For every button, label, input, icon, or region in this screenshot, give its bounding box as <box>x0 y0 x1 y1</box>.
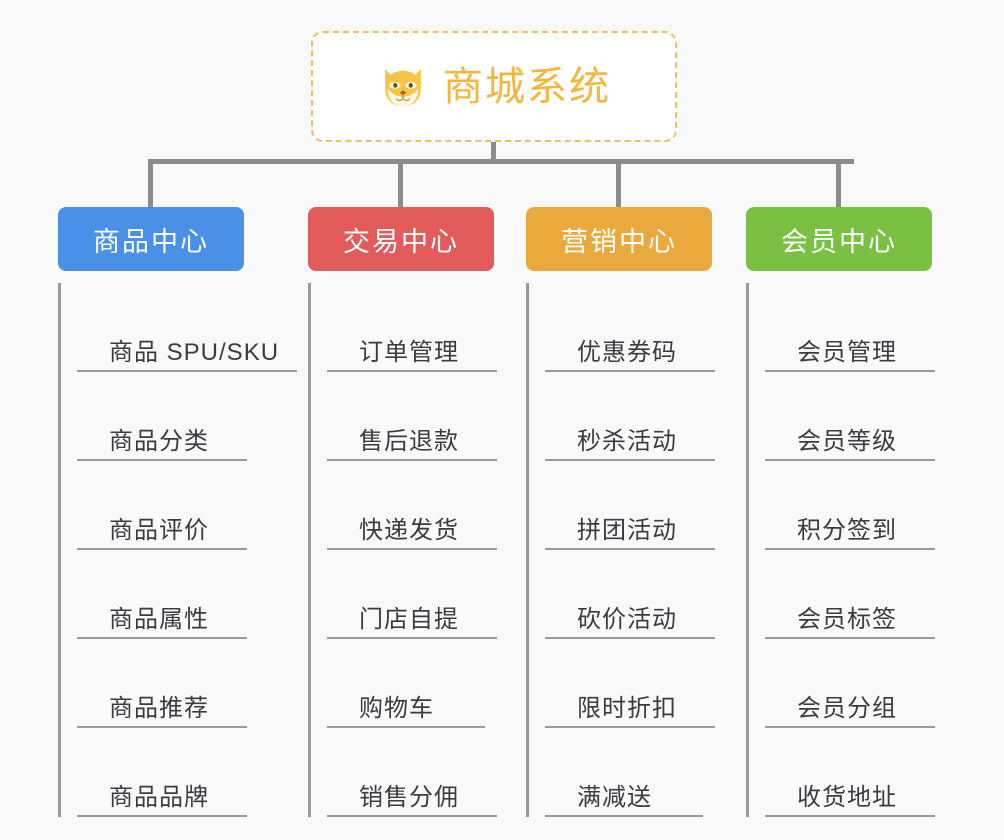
leaf-label: 购物车 <box>359 694 434 722</box>
connector-drop-1 <box>148 159 153 209</box>
leaf-label: 门店自提 <box>359 605 459 633</box>
leaf-item[interactable]: 商品分类 <box>77 372 247 461</box>
branch-marketing-center: 营销中心 优惠券码 秒杀活动 拼团活动 砍价活动 限时折扣 满减送 <box>526 207 715 817</box>
leaf-item[interactable]: 优惠券码 <box>545 283 715 372</box>
leaf-label: 订单管理 <box>359 338 459 366</box>
leaf-item[interactable]: 商品 SPU/SKU <box>77 283 297 372</box>
leaf-item[interactable]: 商品属性 <box>77 550 247 639</box>
leaf-label: 商品属性 <box>109 605 209 633</box>
leaf-label: 优惠券码 <box>577 338 677 366</box>
leaf-item[interactable]: 会员分组 <box>765 639 935 728</box>
leaf-item[interactable]: 会员管理 <box>765 283 935 372</box>
leaf-label: 砍价活动 <box>577 605 677 633</box>
shiba-dog-icon <box>385 68 421 106</box>
leaf-item[interactable]: 商品评价 <box>77 461 247 550</box>
leaf-label: 会员分组 <box>797 694 897 722</box>
leaf-label: 商品 SPU/SKU <box>109 338 280 366</box>
root-node[interactable]: 商城系统 <box>311 31 677 142</box>
leaf-label: 商品品牌 <box>109 783 209 811</box>
category-label: 交易中心 <box>343 226 459 257</box>
leaf-label: 积分签到 <box>797 516 897 544</box>
connector-drop-4 <box>836 159 841 209</box>
category-box-marketing-center[interactable]: 营销中心 <box>526 207 712 271</box>
category-label: 营销中心 <box>561 226 677 257</box>
leaf-label: 收货地址 <box>797 783 897 811</box>
connector-drop-2 <box>398 159 403 209</box>
leaf-item[interactable]: 满减送 <box>545 728 703 817</box>
leaf-label: 销售分佣 <box>359 783 459 811</box>
leaf-label: 秒杀活动 <box>577 427 677 455</box>
root-title: 商城系统 <box>443 64 611 109</box>
leaf-label: 商品评价 <box>109 516 209 544</box>
leaf-item[interactable]: 订单管理 <box>327 283 497 372</box>
leaf-label: 会员标签 <box>797 605 897 633</box>
leaf-label: 限时折扣 <box>577 694 677 722</box>
leaf-label: 快递发货 <box>359 516 459 544</box>
leaf-item[interactable]: 商品品牌 <box>77 728 247 817</box>
connector-root-stem <box>491 142 496 164</box>
leaf-list-trade-center: 订单管理 售后退款 快递发货 门店自提 购物车 销售分佣 <box>308 283 497 817</box>
leaf-item[interactable]: 门店自提 <box>327 550 497 639</box>
leaf-item[interactable]: 商品推荐 <box>77 639 247 728</box>
leaf-item[interactable]: 会员等级 <box>765 372 935 461</box>
branch-trade-center: 交易中心 订单管理 售后退款 快递发货 门店自提 购物车 销售分佣 <box>308 207 497 817</box>
leaf-item[interactable]: 购物车 <box>327 639 485 728</box>
leaf-item[interactable]: 积分签到 <box>765 461 935 550</box>
leaf-label: 商品推荐 <box>109 694 209 722</box>
leaf-list-product-center: 商品 SPU/SKU 商品分类 商品评价 商品属性 商品推荐 商品品牌 <box>58 283 297 817</box>
leaf-item[interactable]: 秒杀活动 <box>545 372 715 461</box>
branch-product-center: 商品中心 商品 SPU/SKU 商品分类 商品评价 商品属性 商品推荐 商品品牌 <box>58 207 297 817</box>
leaf-label: 拼团活动 <box>577 516 677 544</box>
leaf-item[interactable]: 拼团活动 <box>545 461 715 550</box>
leaf-list-marketing-center: 优惠券码 秒杀活动 拼团活动 砍价活动 限时折扣 满减送 <box>526 283 715 817</box>
connector-horizontal-bus <box>148 159 854 164</box>
leaf-item[interactable]: 快递发货 <box>327 461 497 550</box>
category-box-product-center[interactable]: 商品中心 <box>58 207 244 271</box>
leaf-list-member-center: 会员管理 会员等级 积分签到 会员标签 会员分组 收货地址 <box>746 283 935 817</box>
connector-drop-3 <box>616 159 621 209</box>
category-box-trade-center[interactable]: 交易中心 <box>308 207 494 271</box>
leaf-item[interactable]: 收货地址 <box>765 728 935 817</box>
leaf-item[interactable]: 限时折扣 <box>545 639 715 728</box>
leaf-label: 售后退款 <box>359 427 459 455</box>
branch-member-center: 会员中心 会员管理 会员等级 积分签到 会员标签 会员分组 收货地址 <box>746 207 935 817</box>
leaf-label: 会员管理 <box>797 338 897 366</box>
category-label: 商品中心 <box>93 226 209 257</box>
leaf-item[interactable]: 会员标签 <box>765 550 935 639</box>
leaf-item[interactable]: 售后退款 <box>327 372 497 461</box>
leaf-item[interactable]: 销售分佣 <box>327 728 497 817</box>
category-label: 会员中心 <box>781 226 897 257</box>
leaf-label: 商品分类 <box>109 427 209 455</box>
leaf-label: 会员等级 <box>797 427 897 455</box>
leaf-item[interactable]: 砍价活动 <box>545 550 715 639</box>
category-box-member-center[interactable]: 会员中心 <box>746 207 932 271</box>
leaf-label: 满减送 <box>577 783 652 811</box>
